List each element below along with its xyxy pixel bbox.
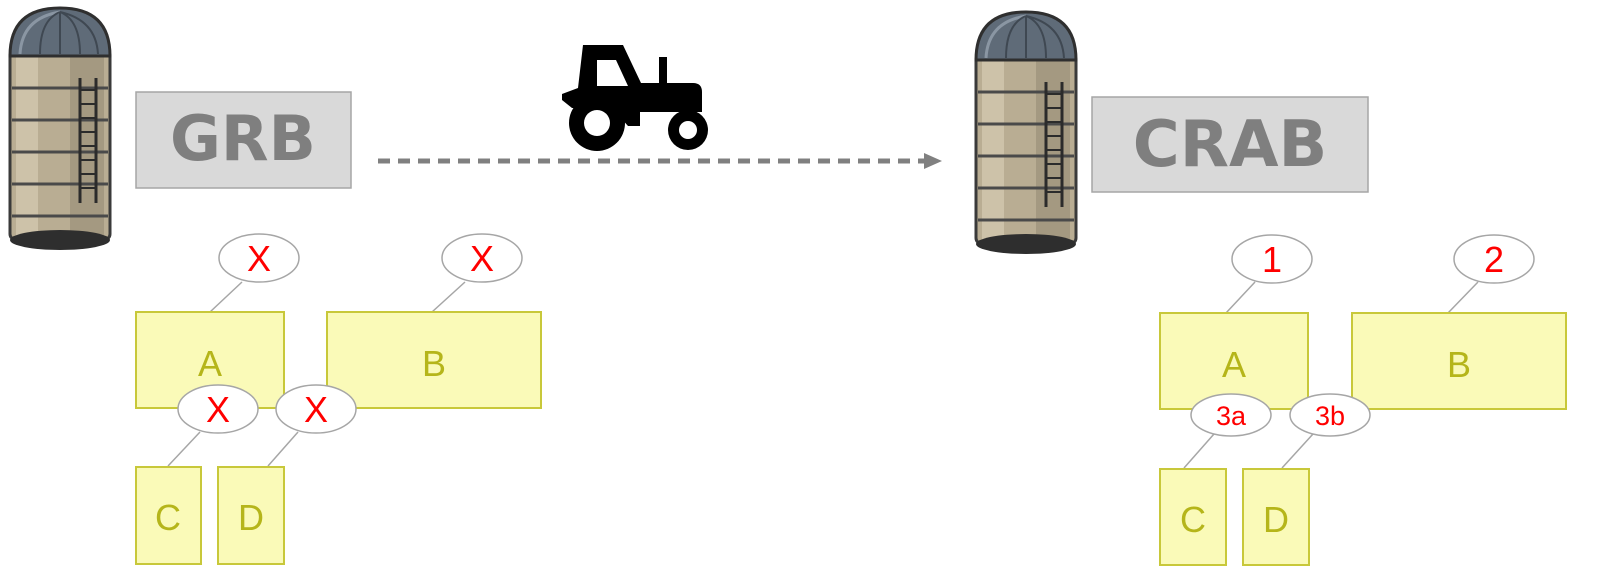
target-badge-a-text: 1: [1262, 239, 1282, 280]
target-badge-c-text: 3a: [1216, 401, 1247, 431]
source-badge-a: X: [219, 234, 299, 282]
source-shape-d-label: D: [238, 497, 264, 538]
target-shape-d-label: D: [1263, 499, 1289, 540]
source-shape-d: D: [218, 467, 284, 564]
source-badge-d: X: [276, 385, 356, 433]
source-badge-c-text: X: [206, 389, 230, 430]
source-shape-c-label: C: [155, 497, 181, 538]
target-shape-c: C: [1160, 469, 1226, 565]
source-shape-b-label: B: [422, 343, 446, 384]
source-badge-d-text: X: [304, 389, 328, 430]
source-badge-a-text: X: [247, 238, 271, 279]
target-badge-a: 1: [1232, 235, 1312, 283]
source-badge-c: X: [178, 385, 258, 433]
source-label-box: GRB: [136, 92, 351, 188]
source-badge-b-text: X: [470, 238, 494, 279]
target-shape-c-label: C: [1180, 499, 1206, 540]
target-shape-a-label: A: [1222, 344, 1246, 385]
target-shape-d: D: [1243, 469, 1309, 565]
source-shape-c: C: [136, 467, 201, 564]
source-silo-icon: [10, 8, 110, 250]
target-silo-icon: [976, 12, 1076, 254]
source-shape-a-label: A: [198, 343, 222, 384]
source-label: GRB: [170, 102, 316, 175]
flow-arrow: [378, 153, 942, 169]
target-shape-b-label: B: [1447, 344, 1471, 385]
target-badge-c: 3a: [1191, 394, 1271, 436]
target-badge-d-text: 3b: [1315, 401, 1345, 431]
source-shape-b: B: [327, 312, 541, 408]
target-badge-b-text: 2: [1484, 239, 1504, 280]
target-badge-b: 2: [1454, 235, 1534, 283]
target-label: CRAB: [1133, 108, 1328, 182]
target-badge-d: 3b: [1290, 394, 1370, 436]
target-shape-b: B: [1352, 313, 1566, 409]
source-badge-b: X: [442, 234, 522, 282]
target-label-box: CRAB: [1092, 97, 1368, 192]
tractor-icon: [562, 45, 708, 151]
